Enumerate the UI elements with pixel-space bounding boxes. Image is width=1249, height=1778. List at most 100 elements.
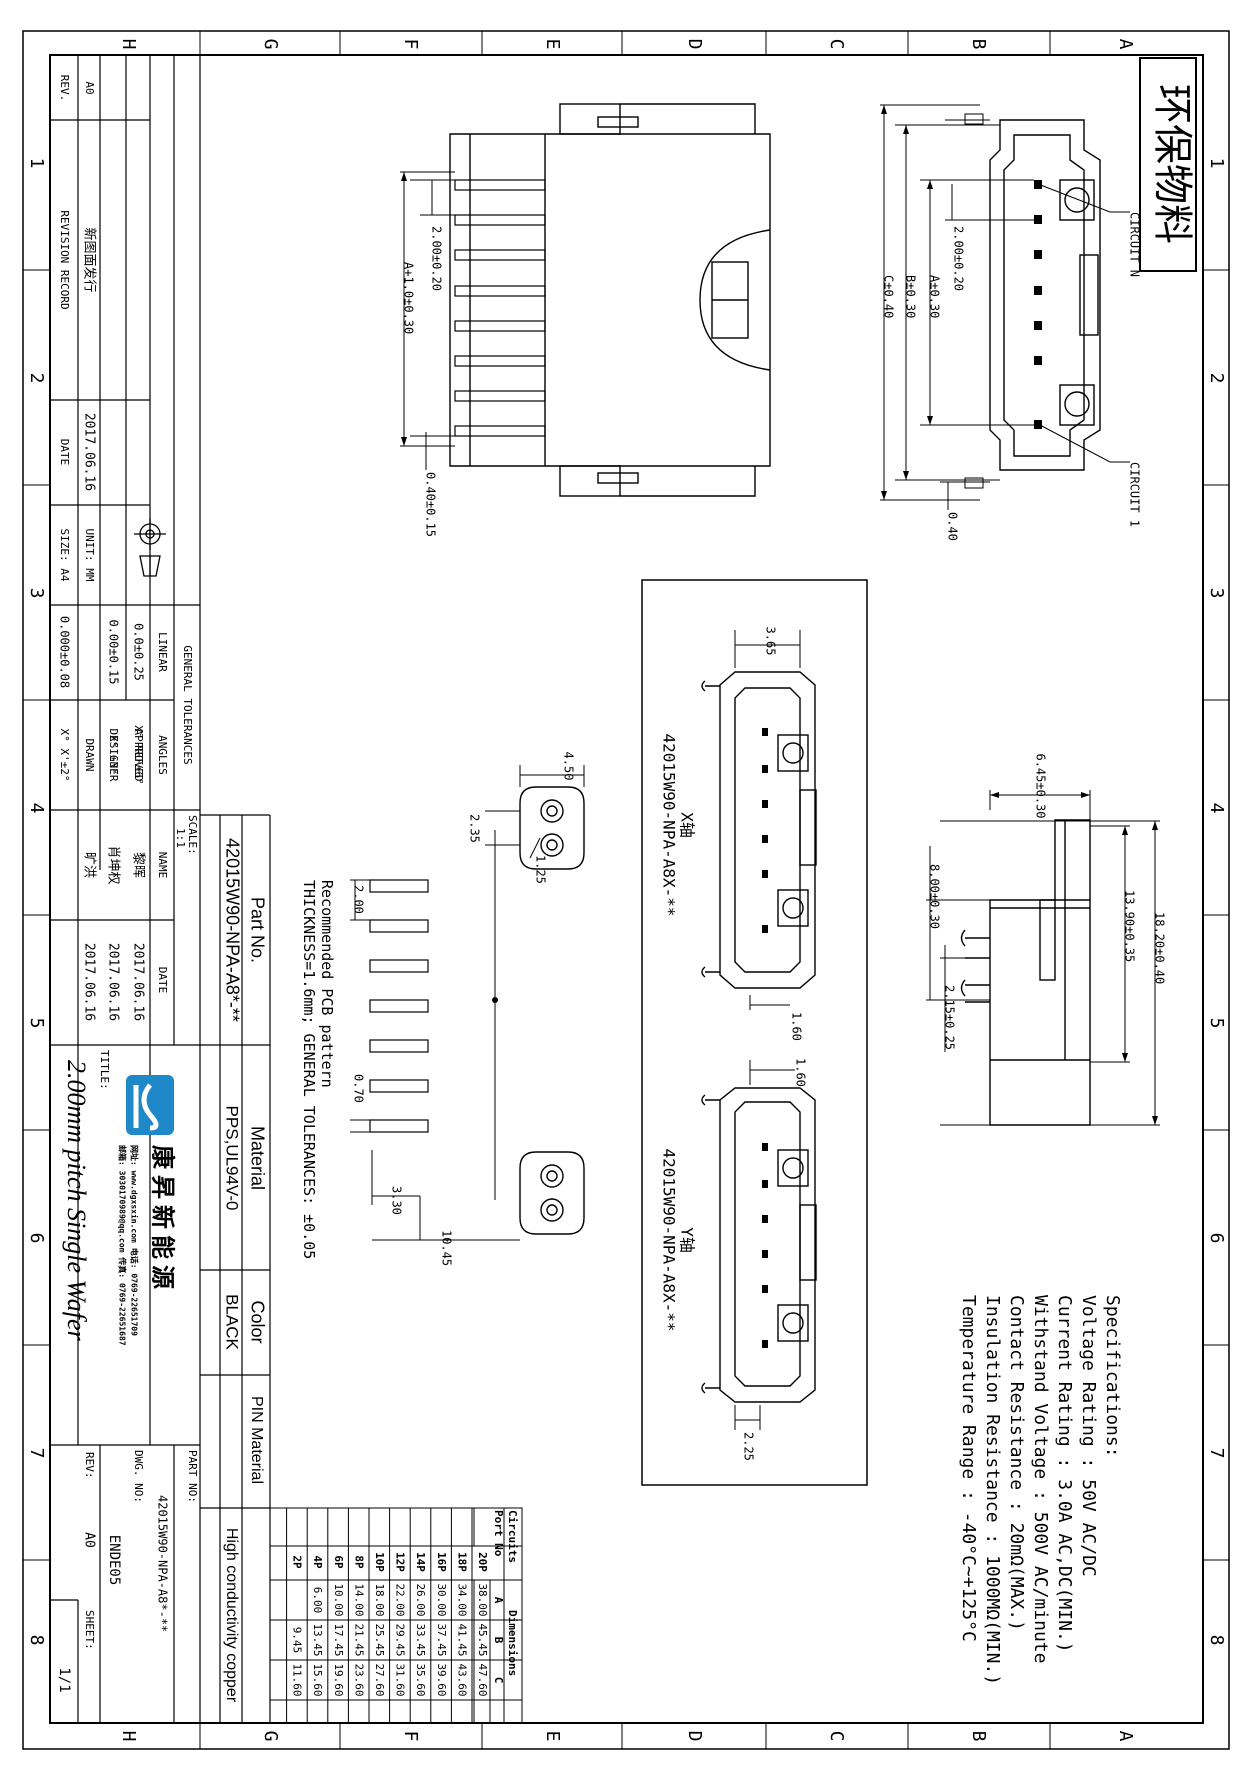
dim-1-60-a: 1.60 bbox=[790, 1012, 804, 1041]
tol-r2-ang: X° ±3° bbox=[107, 735, 120, 775]
title-block-text: Part No. 42015W90-NPA-A8*-** Material PP… bbox=[56, 75, 267, 1703]
x-axis-label: X轴 bbox=[678, 812, 697, 838]
zone-bottom-g: G bbox=[260, 1731, 281, 1742]
table-dim-cell-c: 35.60 bbox=[414, 1663, 427, 1696]
pcb-dim-1-25: 1.25 bbox=[534, 855, 548, 884]
side-view bbox=[926, 790, 1160, 1126]
pcb-pattern bbox=[350, 765, 585, 1241]
pcb-note-2: THICKNESS=1.6mm; GENERAL TOLERANCES: ±0.… bbox=[300, 880, 318, 1259]
zone-left-8: 8 bbox=[26, 1635, 47, 1646]
color-value: BLACK bbox=[223, 1294, 242, 1350]
top-c-dim: C±0.40 bbox=[882, 275, 896, 318]
table-dim-cell-b: 21.45 bbox=[352, 1623, 365, 1656]
title-block bbox=[50, 54, 271, 1723]
zone-right-8: 8 bbox=[1206, 1635, 1227, 1646]
approved-date: 2017.06.16 bbox=[131, 943, 146, 1021]
front-view-labels: 2.00±0.20 A+1.0±0.30 0.40±0.15 bbox=[402, 226, 444, 537]
zone-right-2: 2 bbox=[1206, 373, 1227, 384]
revision-date: 2017.06.16 bbox=[82, 413, 97, 491]
dwg-no-label: DWG. NO: bbox=[132, 1450, 145, 1503]
table-dim-cell-c: 31.60 bbox=[394, 1663, 407, 1696]
drawing-title: 2.00mm pitch Single Wafer bbox=[62, 1060, 91, 1342]
table-port-cell: 14P bbox=[414, 1552, 427, 1572]
revision-date-label: DATE bbox=[58, 439, 71, 466]
table-dim-cell-a: 22.00 bbox=[394, 1583, 407, 1616]
scale-label: SCALE: bbox=[186, 815, 199, 855]
pin-material-label: PIN Material bbox=[248, 1396, 265, 1484]
size-label: SIZE: A4 bbox=[58, 529, 71, 582]
top-pin-dim: 0.40 bbox=[946, 512, 960, 541]
zone-left-2: 2 bbox=[26, 373, 47, 384]
spec-line-5: Insulation Resistance : 1000MΩ(MIN.) bbox=[982, 1295, 1003, 1685]
rev2-label: REV: bbox=[83, 1452, 96, 1479]
drawn-name: 旷洪 bbox=[82, 852, 97, 878]
drawn-label: DRAWN bbox=[83, 738, 96, 771]
top-a-dim: A±0.30 bbox=[928, 275, 942, 318]
table-port-cell: 4P bbox=[311, 1555, 324, 1569]
approved-name: 黎晖 bbox=[131, 852, 146, 878]
projection-symbol bbox=[134, 518, 166, 577]
pcb-dim-4-50: 4.50 bbox=[562, 752, 576, 781]
table-dim-cell-b: 41.45 bbox=[455, 1623, 468, 1656]
side-view-labels: 18.20±0.40 13.90±0.35 6.45±0.30 8.00±0.3… bbox=[928, 753, 1167, 1050]
table-dim-cell-b: 25.45 bbox=[373, 1623, 386, 1656]
table-dim-cell-a: 6.00 bbox=[311, 1587, 324, 1614]
approved-label: APPROVED bbox=[132, 729, 145, 782]
x-axis-view bbox=[701, 630, 817, 1010]
pcb-dim-2-35: 2.35 bbox=[468, 814, 482, 843]
table-dim-cell-c: 27.60 bbox=[373, 1663, 386, 1696]
eco-stamp: 环保物料 bbox=[1139, 57, 1197, 272]
specifications: Specifications: Voltage Rating : 50V AC/… bbox=[958, 1295, 1123, 1685]
zone-left-4: 4 bbox=[26, 803, 47, 814]
circuit-n-label: CIRCUIT N bbox=[1128, 212, 1142, 277]
date-col-label: DATE bbox=[156, 967, 169, 994]
zone-right-5: 5 bbox=[1206, 1018, 1227, 1029]
material-value: PPS,UL94V-0 bbox=[223, 1106, 242, 1211]
table-dim-cell-a: 26.00 bbox=[414, 1583, 427, 1616]
spec-line-2: Current Rating : 3.0A AC,DC(MIN.) bbox=[1054, 1295, 1075, 1653]
top-pitch-dim: 2.00±0.20 bbox=[952, 226, 966, 291]
designer-label: DESIGNER bbox=[107, 729, 120, 782]
table-dim-cell-b: 29.45 bbox=[394, 1623, 407, 1656]
dwg-no-value: ENDE05 bbox=[106, 1535, 122, 1586]
zone-right-4: 4 bbox=[1206, 803, 1227, 814]
tol-r1-lin: 0.0±0.25 bbox=[132, 623, 146, 681]
table-port-cell: 2P bbox=[291, 1555, 304, 1569]
zone-right-3: 3 bbox=[1206, 588, 1227, 599]
tol-r3-ang: X° X'±2° bbox=[58, 729, 71, 782]
zone-bottom-a: A bbox=[1115, 1731, 1136, 1742]
part-no-title-value: 42015W90-NPA-A8*-** bbox=[156, 1495, 170, 1632]
pcb-note-1: Recommended PCB pattern bbox=[318, 880, 336, 1088]
tol-r1-ang: X° REF±6° bbox=[132, 725, 145, 785]
table-dim-cell-c: 23.60 bbox=[352, 1663, 365, 1696]
table-circuits: Circuits bbox=[506, 1510, 519, 1563]
zone-top-h: H bbox=[118, 39, 139, 50]
table-col-c: C bbox=[492, 1677, 505, 1684]
designer-name: 肖坤权 bbox=[106, 845, 122, 884]
table-dim-cell-a: 10.00 bbox=[332, 1583, 345, 1616]
spec-line-3: Withstand Voltage : 500V AC/minute bbox=[1030, 1295, 1051, 1663]
part-no-value: 42015W90-NPA-A8*-** bbox=[222, 838, 242, 1022]
border-frame bbox=[22, 30, 1230, 1750]
sheet-label: SHEET: bbox=[83, 1610, 96, 1650]
table-dim-cell-b: 9.45 bbox=[291, 1627, 304, 1654]
table-port-cell: 10P bbox=[373, 1552, 386, 1572]
revision-text: 新图面发行 bbox=[82, 227, 98, 292]
zone-left-5: 5 bbox=[26, 1018, 47, 1029]
material-label: Material bbox=[247, 1126, 267, 1190]
circuit-1-label: CIRCUIT 1 bbox=[1128, 462, 1142, 527]
drawn-date: 2017.06.16 bbox=[82, 943, 97, 1021]
revision-record-label: REVISION RECORD bbox=[58, 210, 71, 309]
general-tolerances: GENERAL TOLERANCES bbox=[181, 645, 194, 764]
table-dim-cell-a: 34.00 bbox=[455, 1583, 468, 1616]
table-dim-cell-c: 11.60 bbox=[291, 1663, 304, 1696]
dim-1-60-b: 1.60 bbox=[794, 1058, 808, 1087]
part-no-title-label: PART NO: bbox=[186, 1450, 199, 1503]
eco-stamp-text: 环保物料 bbox=[1150, 84, 1195, 244]
zone-top-f: F bbox=[400, 39, 421, 50]
pin-material-value: High conductivity copper bbox=[223, 1528, 240, 1703]
unit-label: UNIT: MM bbox=[83, 529, 96, 582]
top-view bbox=[880, 104, 1130, 510]
top-b-dim: B±0.30 bbox=[904, 275, 918, 318]
table-dim-cell-c: 43.60 bbox=[455, 1663, 468, 1696]
